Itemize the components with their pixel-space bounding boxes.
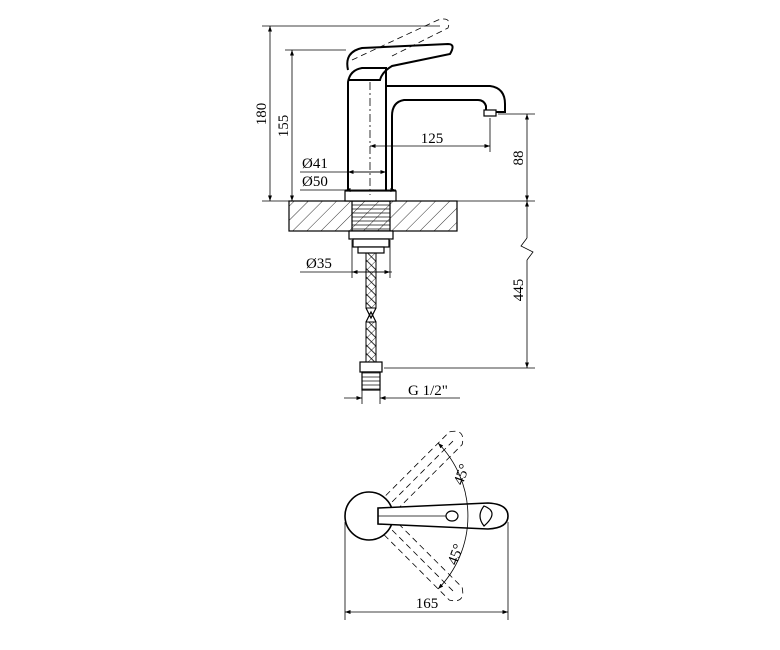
angle-arc xyxy=(437,442,469,590)
dim-155: 155 xyxy=(276,115,292,138)
faucet-body xyxy=(347,67,387,191)
lever-right-position xyxy=(371,509,464,602)
dim-165: 165 xyxy=(416,596,439,612)
plan-view: 45° 45° 165 xyxy=(344,430,509,620)
dim-g-half: G 1/2" xyxy=(408,383,448,399)
dim-88: 88 xyxy=(511,151,527,166)
angle-45-top: 45° xyxy=(451,462,473,487)
base-flange xyxy=(344,190,397,202)
lever-handle xyxy=(346,42,454,81)
dim-d50: Ø50 xyxy=(302,174,328,190)
angle-45-bottom: 45° xyxy=(445,542,467,567)
flex-hose-upper xyxy=(365,252,377,309)
flex-hose-lower xyxy=(365,321,377,363)
dim-d41: Ø41 xyxy=(302,156,328,172)
hose-fitting xyxy=(359,361,383,373)
threaded-stud xyxy=(351,200,391,232)
dim-d35: Ø35 xyxy=(306,256,332,272)
dim-445: 445 xyxy=(511,279,527,302)
lever-left-position xyxy=(371,430,464,523)
faucet-spout xyxy=(386,85,506,191)
aerator xyxy=(483,109,497,117)
dim-180: 180 xyxy=(254,103,270,126)
mounting-nut xyxy=(348,230,394,240)
lever-raised-outline xyxy=(351,18,450,61)
dim-125: 125 xyxy=(421,131,444,147)
elevation-view: 180 155 125 88 Ø41 Ø50 Ø35 445 xyxy=(254,18,535,404)
plan-aerator xyxy=(445,510,459,522)
